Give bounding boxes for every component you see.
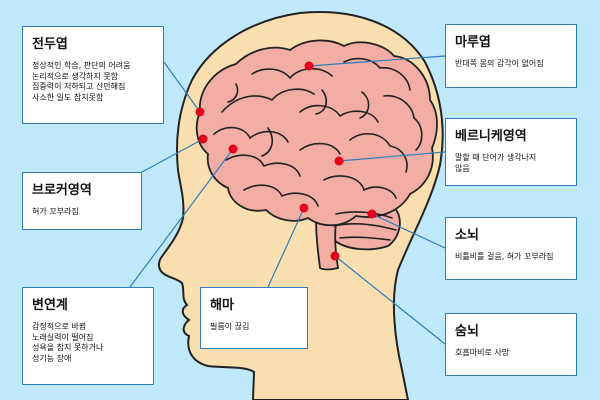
leader-lines xyxy=(129,55,446,345)
region-title-parietal: 마루엽 xyxy=(455,35,491,50)
region-desc-hippocampus: 필름이 끊김 xyxy=(210,322,250,331)
cerebellum-folds xyxy=(333,211,397,241)
marker-hippocampus xyxy=(299,203,309,213)
region-title-limbic: 변연계 xyxy=(32,298,68,313)
leader-line-wernicke xyxy=(338,151,446,162)
marker-parietal xyxy=(304,61,314,71)
marker-broca xyxy=(198,134,208,144)
region-title-broca: 브로커영역 xyxy=(32,183,92,198)
region-title-wernicke: 베르니케영역 xyxy=(455,129,527,144)
marker-medulla xyxy=(330,251,340,261)
label-box-medulla: 숨뇌 호흡마비로 사망 xyxy=(445,313,577,376)
marker-wernicke xyxy=(334,156,344,166)
marker-cerebellum xyxy=(367,209,377,219)
marker-frontal xyxy=(195,107,205,117)
region-title-cerebellum: 소뇌 xyxy=(455,228,479,243)
label-box-broca: 브로커영역 혀가 꼬부라짐 xyxy=(22,172,142,230)
marker-limbic xyxy=(228,144,238,154)
leader-line-parietal xyxy=(308,55,446,67)
cerebrum-shape xyxy=(195,39,438,227)
region-desc-wernicke: 말할 때 단어가 생각나지 않음 xyxy=(455,153,537,173)
leader-line-frontal xyxy=(163,61,201,113)
label-box-parietal: 마루엽 반대쪽 몸의 감각이 없어짐 xyxy=(445,24,577,88)
region-markers xyxy=(195,61,377,261)
leader-line-hippocampus xyxy=(267,207,305,288)
region-desc-cerebellum: 비틀비틀 걸음, 혀가 꼬부라짐 xyxy=(455,252,554,261)
region-desc-limbic: 감정적으로 바뀜 노래실력이 떨어짐 성욕을 참지 못하거나 성기능 장애 xyxy=(32,322,104,363)
leader-line-medulla xyxy=(334,255,446,345)
region-title-hippocampus: 해마 xyxy=(210,298,234,313)
leader-line-broca xyxy=(141,138,204,173)
label-box-hippocampus: 해마 필름이 끊김 xyxy=(200,287,308,349)
label-box-limbic: 변연계 감정적으로 바뀜 노래실력이 떨어짐 성욕을 참지 못하거나 성기능 장… xyxy=(22,287,154,385)
region-desc-broca: 혀가 꼬부라짐 xyxy=(32,207,79,216)
label-box-wernicke: 베르니케영역 말할 때 단어가 생각나지 않음 xyxy=(445,118,577,186)
region-desc-parietal: 반대쪽 몸의 감각이 없어짐 xyxy=(455,59,544,68)
label-box-frontal: 전두엽 정상적인 학습, 판단의 어려움 논리적으로 생각하지 못함 집중력이 … xyxy=(22,26,164,124)
leader-line-cerebellum xyxy=(371,213,446,249)
leader-line-limbic xyxy=(129,148,234,288)
region-title-frontal: 전두엽 xyxy=(32,37,68,52)
region-desc-medulla: 호흡마비로 사망 xyxy=(455,348,510,357)
region-desc-frontal: 정상적인 학습, 판단의 어려움 논리적으로 생각하지 못함 집중력이 저하되고… xyxy=(32,61,131,102)
brain-folds xyxy=(213,57,423,207)
region-title-medulla: 숨뇌 xyxy=(455,324,479,339)
label-box-cerebellum: 소뇌 비틀비틀 걸음, 혀가 꼬부라짐 xyxy=(445,217,577,280)
